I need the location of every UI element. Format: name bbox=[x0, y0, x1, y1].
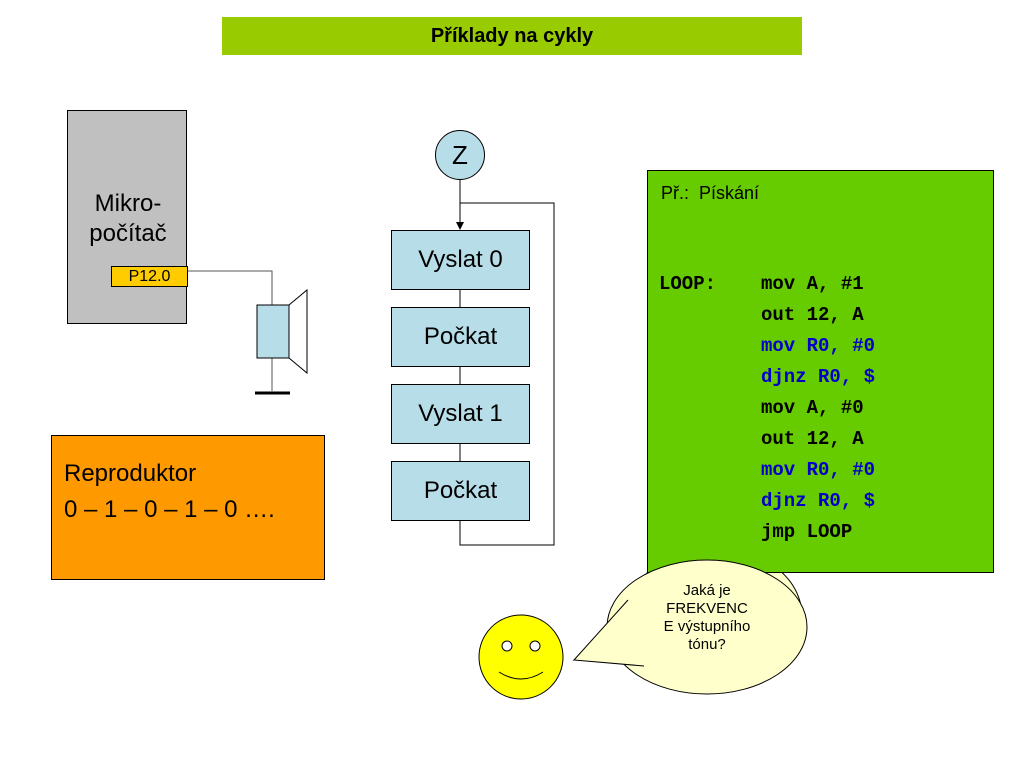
loop-back-line bbox=[459, 202, 555, 546]
callout-text-overlay: Jaká je FREKVENC E výstupního tónu? bbox=[637, 582, 777, 654]
microcomputer-box: Mikro- počítač bbox=[67, 110, 187, 324]
code-loop-label: LOOP: bbox=[659, 273, 717, 295]
code-line-8: djnz R0, $ bbox=[761, 490, 876, 512]
code-line-7: mov R0, #0 bbox=[761, 459, 876, 481]
code-line-1: mov A, #1 bbox=[761, 273, 864, 295]
code-line-2: out 12, A bbox=[761, 304, 864, 326]
microcomputer-label-line1: Mikro- bbox=[94, 190, 162, 217]
flow-step-wait-2: Počkat bbox=[391, 461, 530, 521]
pin-label: P12.0 bbox=[111, 266, 188, 287]
code-title: Př.: Pískání bbox=[661, 183, 760, 203]
flow-step-send-0: Vyslat 0 bbox=[391, 230, 530, 290]
speaker-body bbox=[256, 304, 290, 359]
arrowhead bbox=[456, 222, 464, 230]
pin-wire bbox=[188, 270, 273, 305]
code-line-5: mov A, #0 bbox=[761, 397, 864, 419]
speaker-note-line1: Reproduktor bbox=[64, 460, 197, 487]
code-line-9: jmp LOOP bbox=[761, 521, 853, 543]
callout-overlay-line4: tónu? bbox=[688, 636, 726, 653]
callout-overlay-line1: Jaká je bbox=[683, 582, 731, 599]
microcomputer-label-line2: počítač bbox=[89, 220, 167, 247]
speaker-note-line2: 0 – 1 – 0 – 1 – 0 …. bbox=[64, 496, 275, 523]
callout-overlay-line3: E výstupního bbox=[663, 618, 751, 635]
smiley-icon bbox=[478, 614, 564, 700]
code-line-3: mov R0, #0 bbox=[761, 335, 876, 357]
flow-start-node: Z bbox=[435, 130, 485, 180]
code-line-4: djnz R0, $ bbox=[761, 366, 876, 388]
flow-step-wait-1: Počkat bbox=[391, 307, 530, 367]
speaker-cone bbox=[288, 288, 308, 375]
speaker-note-box: Reproduktor 0 – 1 – 0 – 1 – 0 …. bbox=[51, 435, 325, 580]
callout-overlay-line2: FREKVENC bbox=[666, 600, 748, 617]
page-title: Příklady na cykly bbox=[222, 17, 802, 55]
flow-step-send-1: Vyslat 1 bbox=[391, 384, 530, 444]
code-panel: Př.: Pískání LOOP: mov A, #1 out 12, A m… bbox=[647, 170, 994, 573]
code-line-6: out 12, A bbox=[761, 428, 864, 450]
